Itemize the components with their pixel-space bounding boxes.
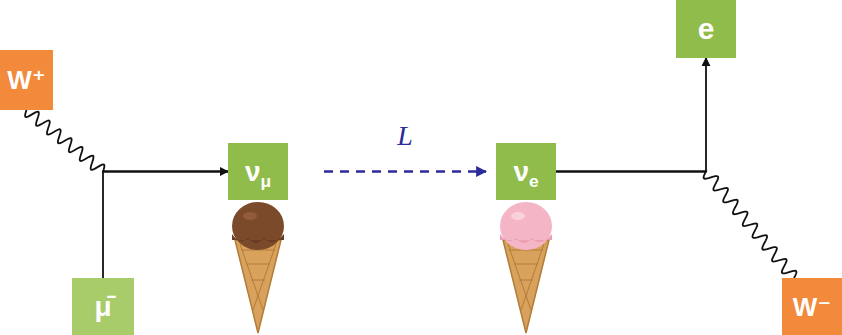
strawberry-ice-cream <box>500 202 552 333</box>
particle-symbol: e <box>698 14 715 44</box>
distance-label: L <box>394 122 416 150</box>
particle-box: e <box>676 0 736 58</box>
particle-symbol: νe <box>513 158 538 186</box>
boson-line <box>25 110 228 172</box>
boson-box: W⁺ <box>0 50 53 110</box>
fermion-line <box>103 172 228 279</box>
propagation-arrow <box>324 170 486 173</box>
chocolate-ice-cream <box>232 202 284 333</box>
fermion-line <box>556 58 706 172</box>
particle-symbol: W⁺ <box>7 67 45 93</box>
particle-symbol: μ̄ <box>94 293 111 321</box>
boson-line <box>556 172 796 279</box>
particle-box: νμ <box>228 143 288 200</box>
particle-box: μ̄ <box>72 278 134 335</box>
particle-symbol: νμ <box>245 158 271 186</box>
particle-box: νe <box>496 143 556 200</box>
boson-box: W⁻ <box>782 278 842 335</box>
particle-symbol: W⁻ <box>793 294 831 320</box>
